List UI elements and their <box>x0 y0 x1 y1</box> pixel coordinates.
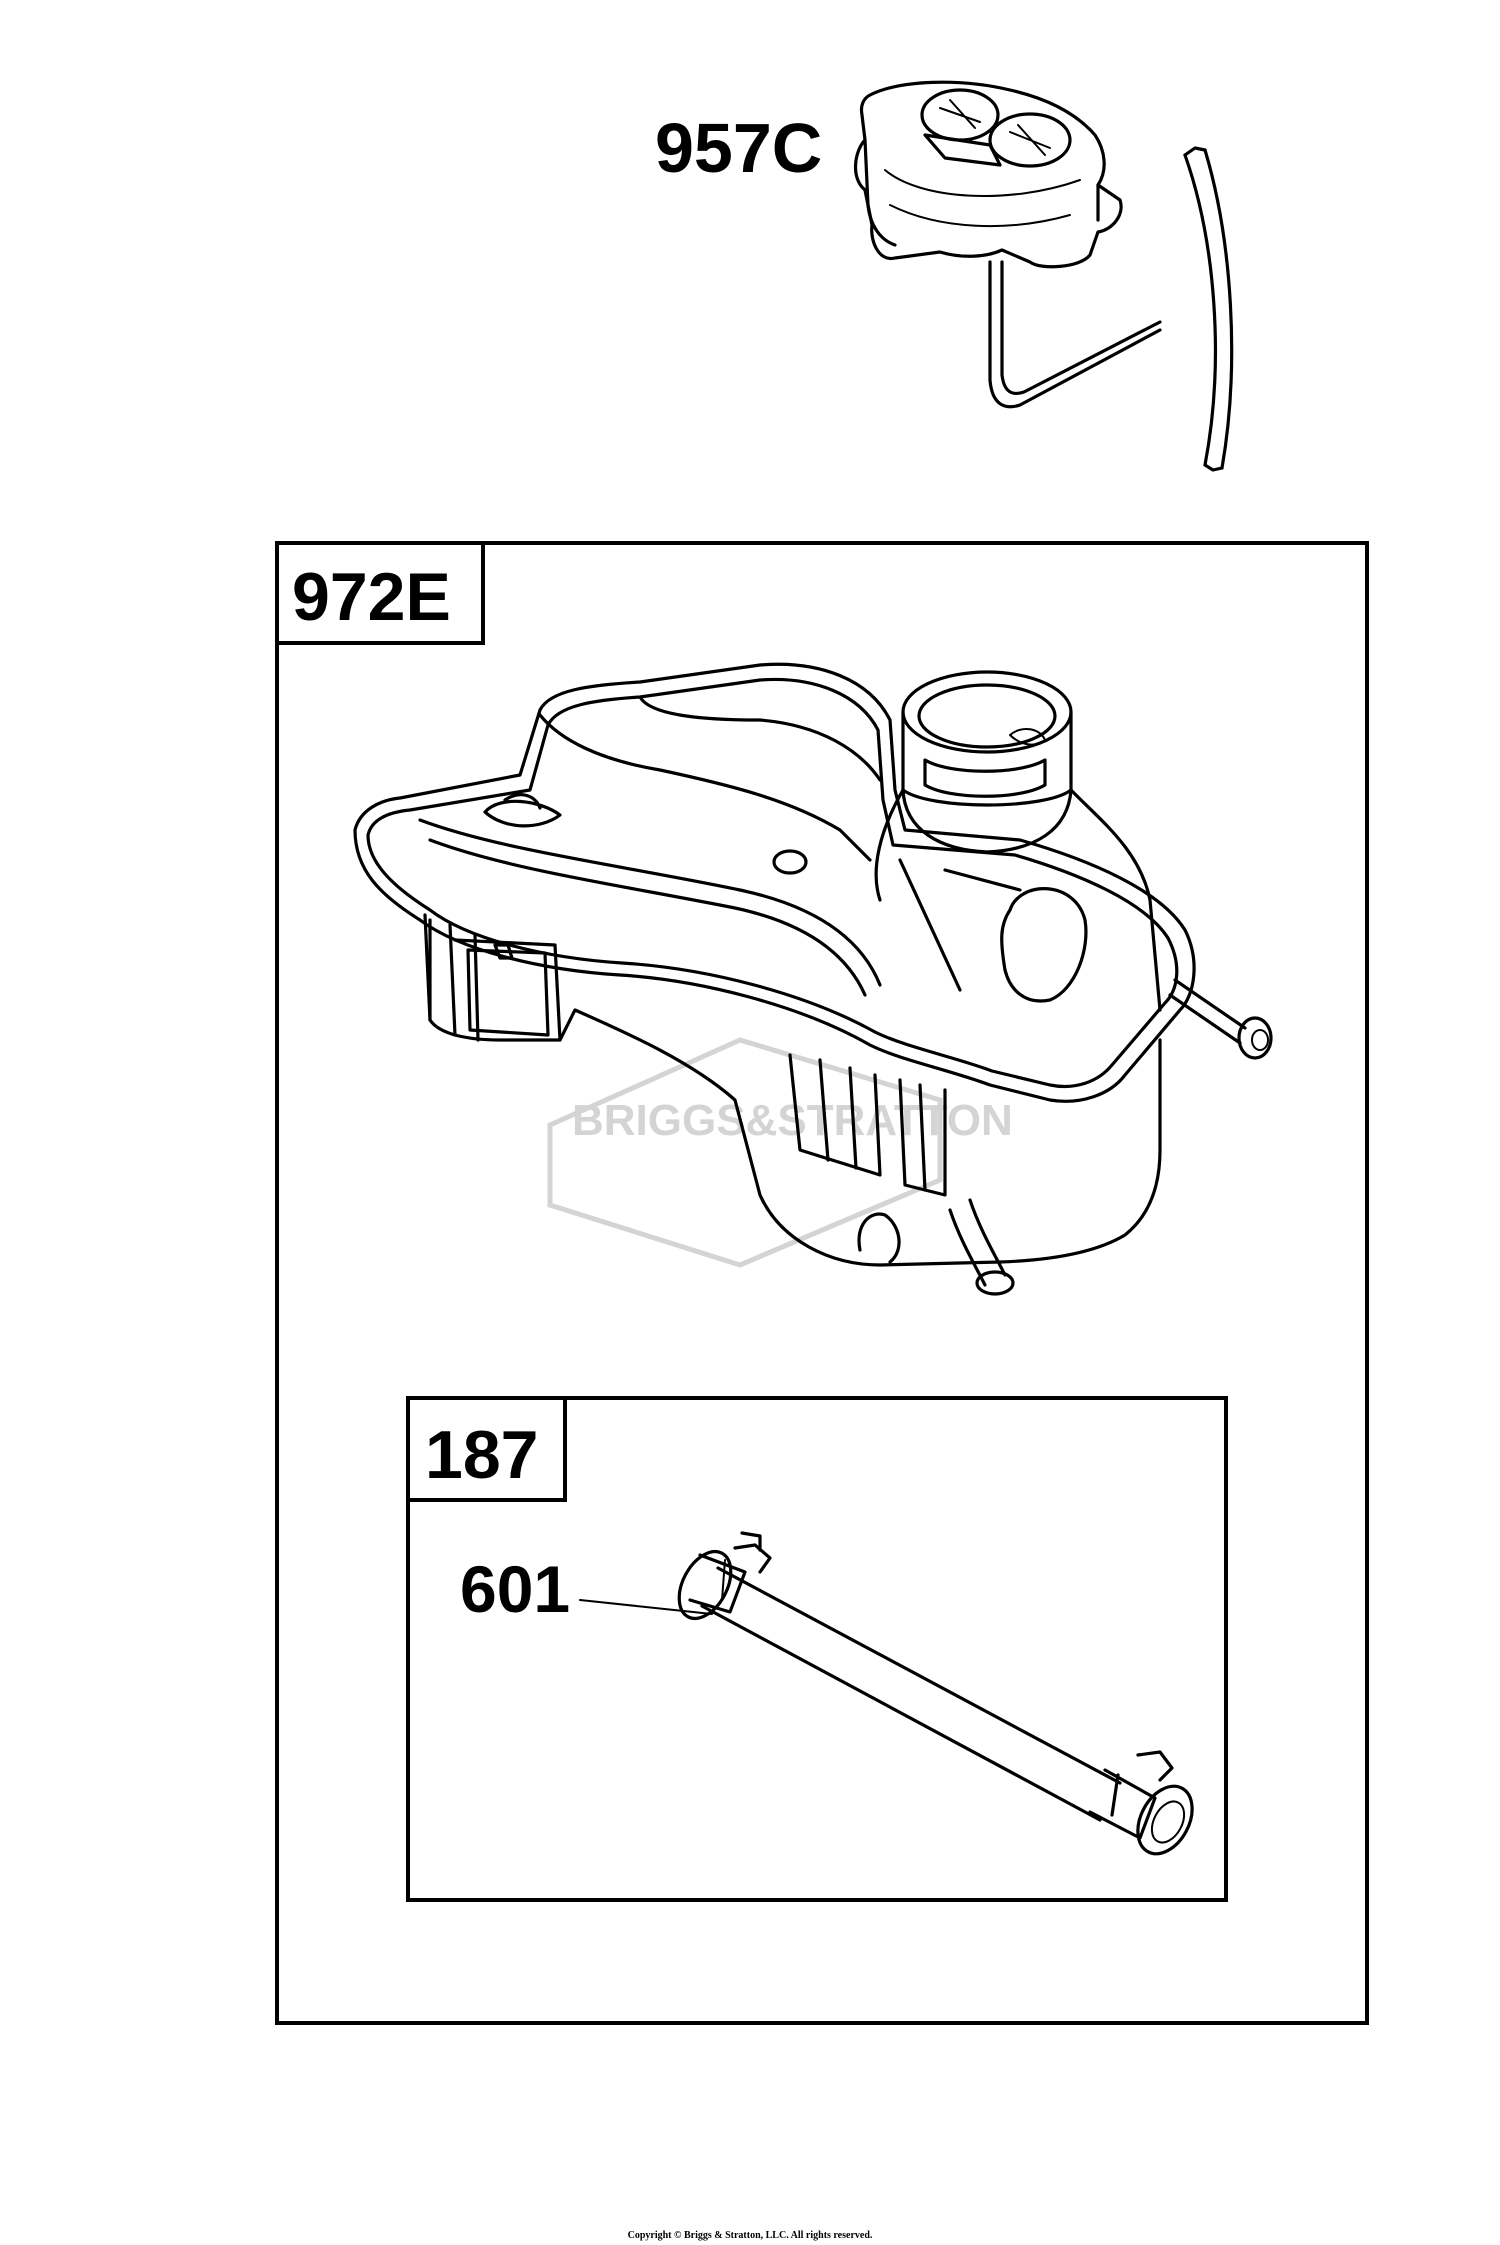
fuel-tank-kit[interactable]: 972E BRIGGS&STRATTON <box>275 541 1369 2025</box>
fuel-tank-illustration <box>353 662 1273 1296</box>
fuel-cap-assembly[interactable]: 957C <box>655 80 1234 472</box>
kit-box-972e <box>275 541 1369 2025</box>
brand-watermark: BRIGGS&STRATTON <box>547 1037 1013 1268</box>
fuel-cap-illustration <box>854 80 1234 472</box>
kit-box-187 <box>406 1396 1228 1902</box>
leader-line-601 <box>579 1599 713 1615</box>
copyright-notice: Copyright © Briggs & Stratton, LLC. All … <box>628 2230 873 2241</box>
fuel-hose-illustration <box>677 1531 1194 1856</box>
label-box-972e <box>275 541 485 645</box>
fuel-line-kit[interactable]: 187 601 <box>406 1396 1228 1902</box>
label-972e[interactable]: 972E <box>292 559 451 635</box>
watermark-text: BRIGGS&STRATTON <box>572 1096 1013 1145</box>
label-187[interactable]: 187 <box>425 1417 538 1493</box>
label-box-187 <box>406 1396 567 1502</box>
label-601[interactable]: 601 <box>460 1552 570 1626</box>
label-957c[interactable]: 957C <box>655 109 822 187</box>
